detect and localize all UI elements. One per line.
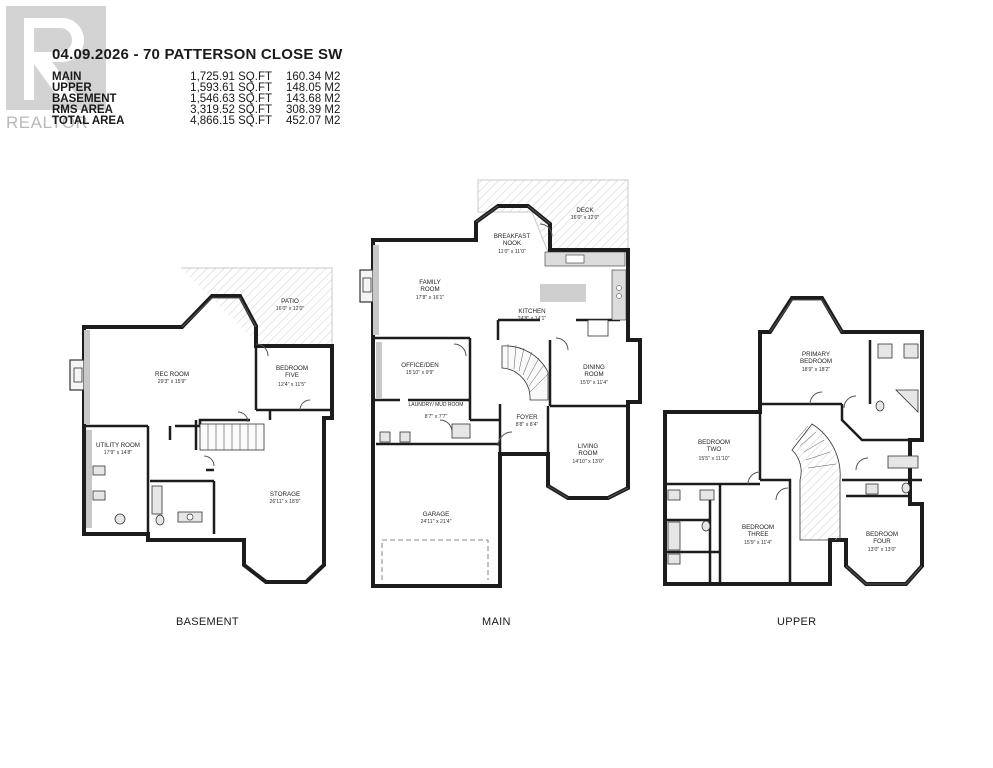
area-m2: 148.05 M2: [286, 82, 341, 94]
foyer-dims: 8'8" x 8'4": [516, 422, 539, 428]
realtor-logo: [6, 6, 106, 110]
area-sqft: 1,725.91 SQ.FT: [190, 71, 272, 83]
area-sqft: 4,866.15 SQ.FT: [190, 115, 272, 127]
rec-room-dims: 29'3" x 15'9": [158, 379, 187, 385]
area-m2: 160.34 M2: [286, 71, 341, 83]
bedroom-three-dims: 15'9" x 11'4": [744, 540, 772, 546]
primary-bedroom-dims: 18'9" x 18'2": [802, 367, 831, 373]
office-den-name: OFFICE/DEN: [401, 362, 438, 369]
foyer-name: FOYER: [516, 414, 538, 421]
area-label: BASEMENT: [52, 93, 117, 105]
floor-label-upper: UPPER: [777, 616, 817, 628]
garage-name: GARAGE: [423, 511, 449, 518]
floor-label-main: MAIN: [482, 616, 511, 628]
area-label: UPPER: [52, 82, 92, 94]
floor-label-basement: BASEMENT: [176, 616, 239, 628]
dining-room-dims: 15'0" x 11'4": [580, 380, 608, 386]
bedroom-five-dims: 12'4" x 11'5": [278, 382, 306, 388]
deck-name: DECK: [576, 207, 594, 214]
kitchen-dims: 24'8" x 14'1": [518, 316, 547, 322]
area-m2: 452.07 M2: [286, 115, 341, 127]
patio-name: PATIO: [281, 298, 299, 305]
area-sqft: 3,319.52 SQ.FT: [190, 104, 272, 116]
family-room-dims: 17'8" x 16'1": [416, 295, 445, 301]
area-sqft: 1,593.61 SQ.FT: [190, 82, 272, 94]
area-row: BASEMENT 1,546.63 SQ.FT 143.68 M2: [52, 93, 341, 105]
rec-room-name: REC ROOM: [155, 371, 189, 378]
area-label: TOTAL AREA: [52, 115, 125, 127]
patio-dims: 16'0" x 12'0": [276, 306, 305, 312]
storage-name: STORAGE: [270, 491, 300, 498]
plan-header: 04.09.2026 - 70 PATTERSON CLOSE SW MAIN …: [52, 46, 343, 127]
area-row: TOTAL AREA 4,866.15 SQ.FT 452.07 M2: [52, 115, 341, 127]
office-den-dims: 15'10" x 9'9": [406, 370, 435, 376]
storage-dims: 26'11" x 18'9": [270, 499, 301, 505]
area-m2: 143.68 M2: [286, 93, 341, 105]
area-sqft: 1,546.63 SQ.FT: [190, 93, 272, 105]
area-row: MAIN 1,725.91 SQ.FT 160.34 M2: [52, 71, 341, 83]
area-m2: 308.39 M2: [286, 104, 341, 116]
living-room-dims: 14'10" x 13'0": [572, 459, 603, 465]
bedroom-four-dims: 13'0" x 13'0": [868, 547, 897, 553]
laundry-room-dims: 8'7" x 7'7": [425, 414, 448, 420]
utility-room-dims: 17'9" x 14'8": [104, 450, 133, 456]
basement-plan: PATIO 16'0" x 12'0" REC ROOM 29'3" x 15'…: [69, 267, 334, 584]
area-row: UPPER 1,593.61 SQ.FT 148.05 M2: [52, 82, 341, 94]
kitchen-name: KITCHEN: [518, 308, 545, 315]
area-label: MAIN: [52, 71, 82, 83]
area-summary-table: MAIN 1,725.91 SQ.FT 160.34 M2 UPPER 1,59…: [52, 71, 341, 127]
utility-room-name: UTILITY ROOM: [96, 442, 140, 449]
garage-dims: 24'11" x 21'4": [421, 519, 452, 525]
breakfast-nook-dims: 11'0" x 11'0": [498, 249, 526, 255]
laundry-room-name: LAUNDRY/ MUD ROOM: [409, 402, 464, 408]
area-label: RMS AREA: [52, 104, 113, 116]
bedroom-two-dims: 15'5" x 11'10": [699, 456, 730, 462]
plan-title: 04.09.2026 - 70 PATTERSON CLOSE SW: [52, 46, 343, 63]
watermark-text: REALTOR: [6, 113, 89, 132]
deck-dims: 16'0" x 12'0": [571, 215, 600, 221]
area-row: RMS AREA 3,319.52 SQ.FT 308.39 M2: [52, 104, 341, 116]
deck-area: [477, 179, 629, 253]
